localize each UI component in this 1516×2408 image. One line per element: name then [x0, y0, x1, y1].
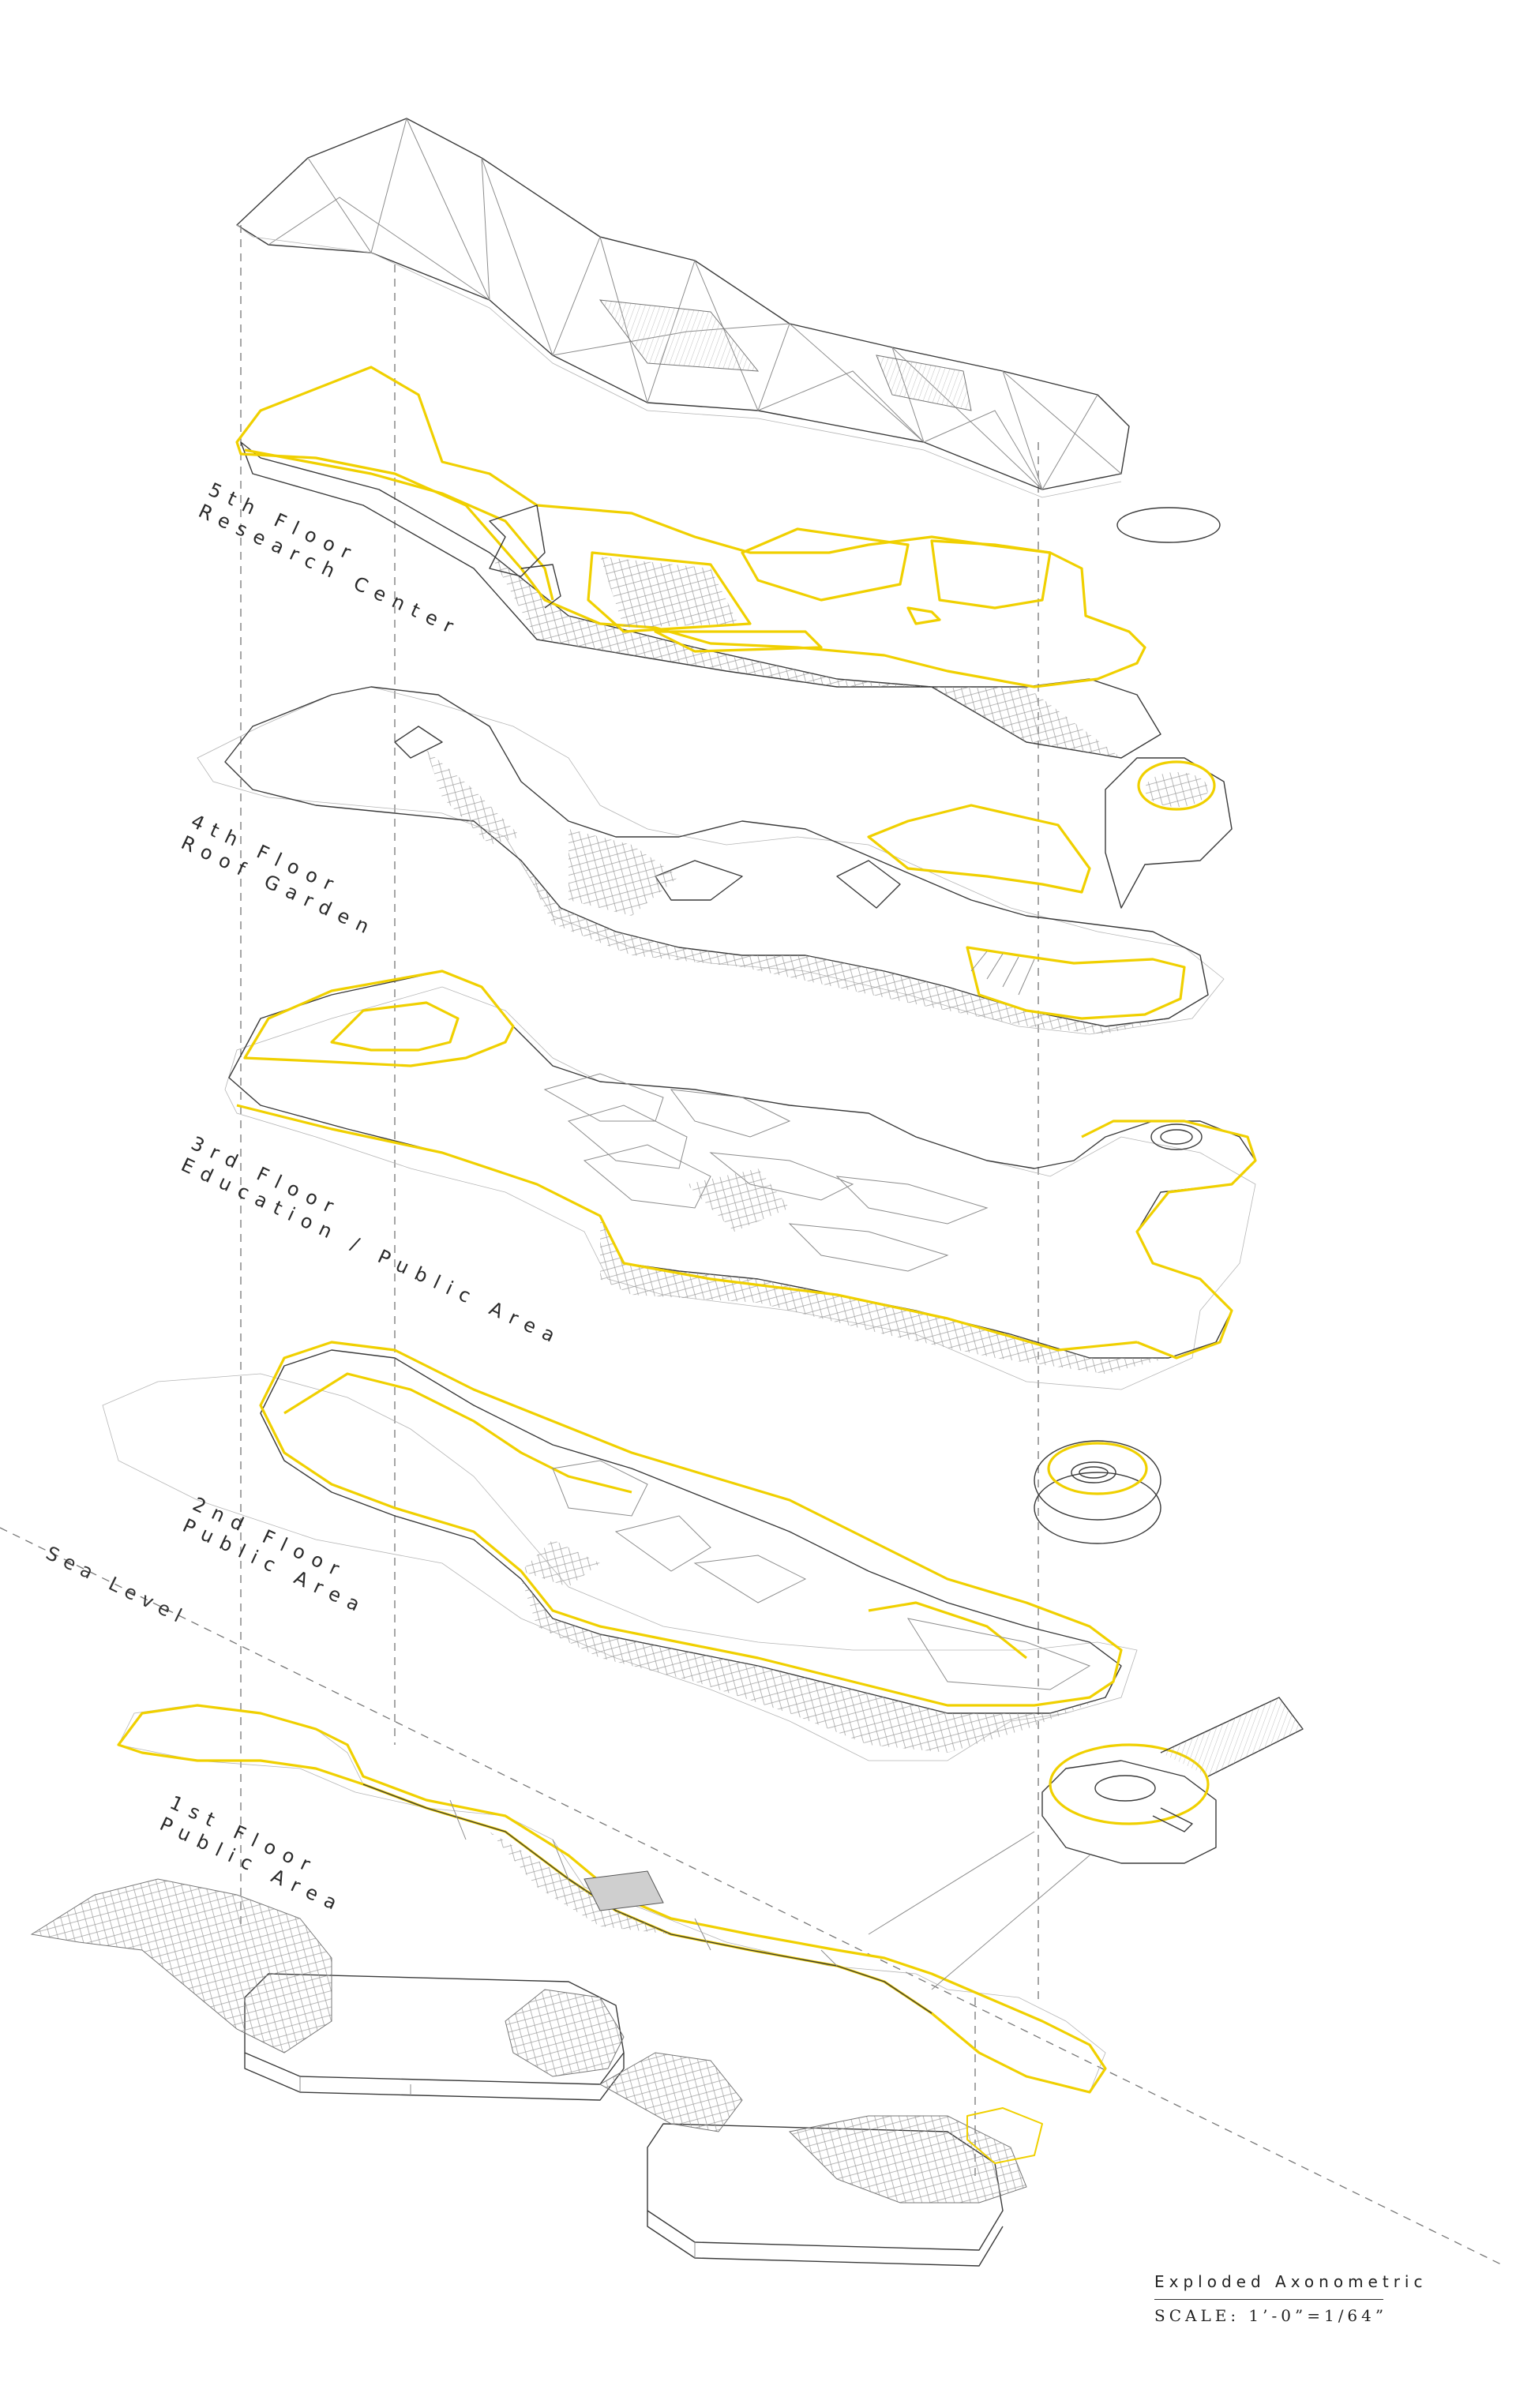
foundation-platforms [244, 1973, 1004, 2267]
floor-4-plate [197, 686, 1225, 1035]
drawing-title: Exploded Axonometric [1154, 2272, 1428, 2291]
title-rule [1154, 2299, 1383, 2300]
title-block: Exploded Axonometric SCALE: 1’-0”=1/64” [1154, 2272, 1461, 2325]
tower-mid [1034, 1440, 1161, 1544]
roof-shell [236, 118, 1130, 498]
structural-lattice-supports [30, 1878, 1043, 2204]
skylight-oculus [1116, 507, 1221, 543]
floor-5-plate [235, 366, 1161, 759]
floor-1-plate [117, 1704, 1107, 2094]
drawing-scale: SCALE: 1’-0”=1/64” [1154, 2306, 1388, 2325]
floor-2-plate [102, 1341, 1138, 1761]
sea-level-line [0, 1527, 1505, 2267]
tower-upper [1105, 757, 1233, 909]
floor-3-plate [224, 970, 1257, 1390]
tower-base [868, 1697, 1304, 1990]
